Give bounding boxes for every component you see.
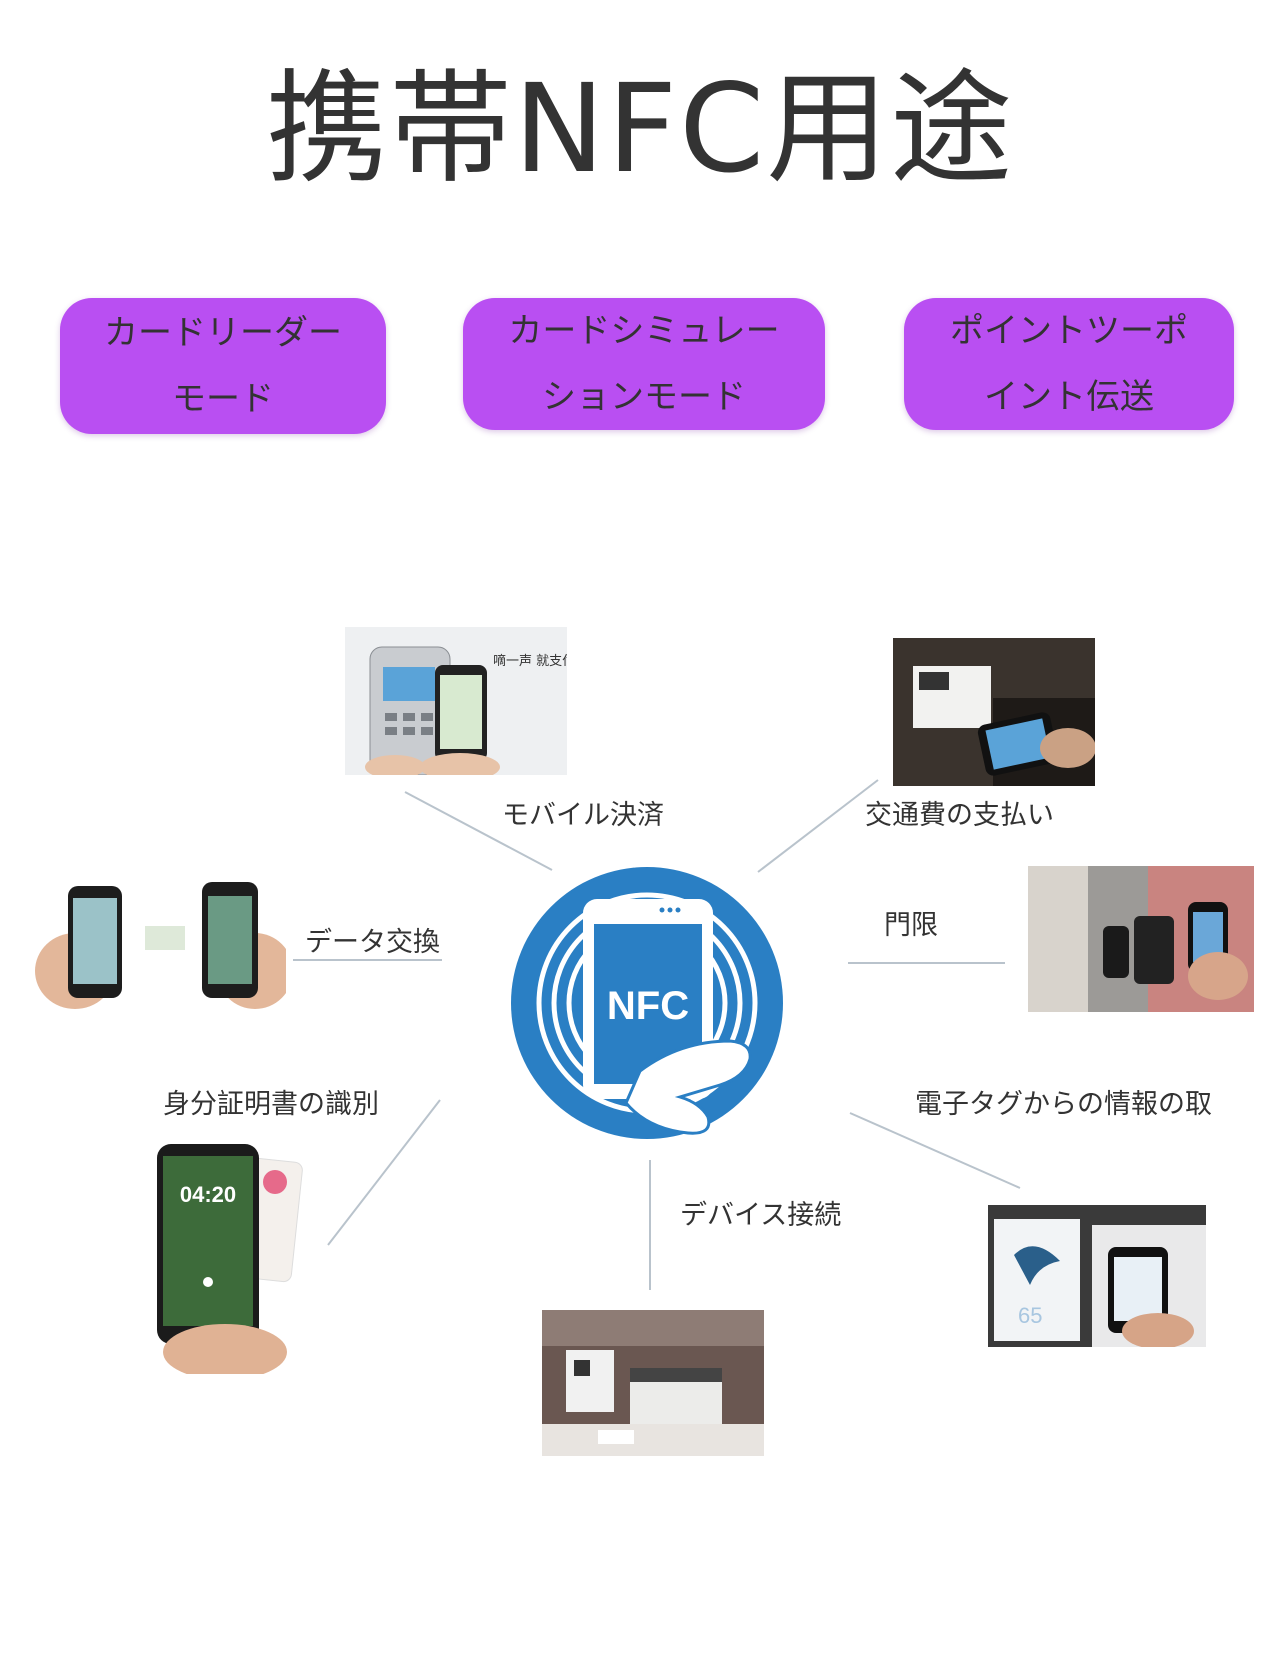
id-phone-photo: 04:20 <box>145 1142 303 1374</box>
printer-photo <box>542 1310 764 1456</box>
mobile-payment-photo: 嘀一声 就支付 <box>345 627 567 775</box>
card-emulation-mode-badge: カードシミュレーションモード <box>463 298 825 430</box>
line-payment <box>404 791 553 871</box>
mobile-payment-label: モバイル決済 <box>502 800 664 831</box>
data-exchange-photo <box>30 876 286 1010</box>
access-control-photo <box>1028 866 1254 1012</box>
line-transport <box>757 779 879 873</box>
device-connection-label: デバイス接続 <box>680 1200 842 1231</box>
nfc-logo-text: NFC <box>607 984 689 1028</box>
transport-payment-label: 交通費の支払い <box>865 800 1054 831</box>
card-reader-mode-badge: カードリーダーモード <box>60 298 386 434</box>
payment-caption: 嘀一声 就支付 <box>493 654 567 669</box>
access-control-label: 門限 <box>884 910 938 941</box>
svg-text:65: 65 <box>1018 1303 1042 1328</box>
line-id <box>327 1099 441 1246</box>
card-emulation-mode-label: カードシミュレーションモード <box>508 311 780 417</box>
peer-to-peer-mode-badge: ポイントツーポイント伝送 <box>904 298 1234 430</box>
smart-poster-photo: 65 <box>988 1205 1206 1347</box>
card-reader-mode-label: カードリーダーモード <box>104 313 342 419</box>
id-recognition-label: 身分証明書の識別 <box>163 1089 379 1120</box>
data-exchange-label: データ交換 <box>305 927 440 958</box>
peer-to-peer-mode-label: ポイントツーポイント伝送 <box>950 311 1188 417</box>
page-title: 携帯NFC用途 <box>265 58 1015 200</box>
tag-reading-label: 電子タグからの情報の取 <box>915 1089 1212 1120</box>
transport-gate-photo <box>893 638 1095 786</box>
nfc-logo-icon: NFC <box>511 867 783 1139</box>
phone-clock: 04:20 <box>180 1182 236 1207</box>
line-tag <box>849 1112 1021 1189</box>
